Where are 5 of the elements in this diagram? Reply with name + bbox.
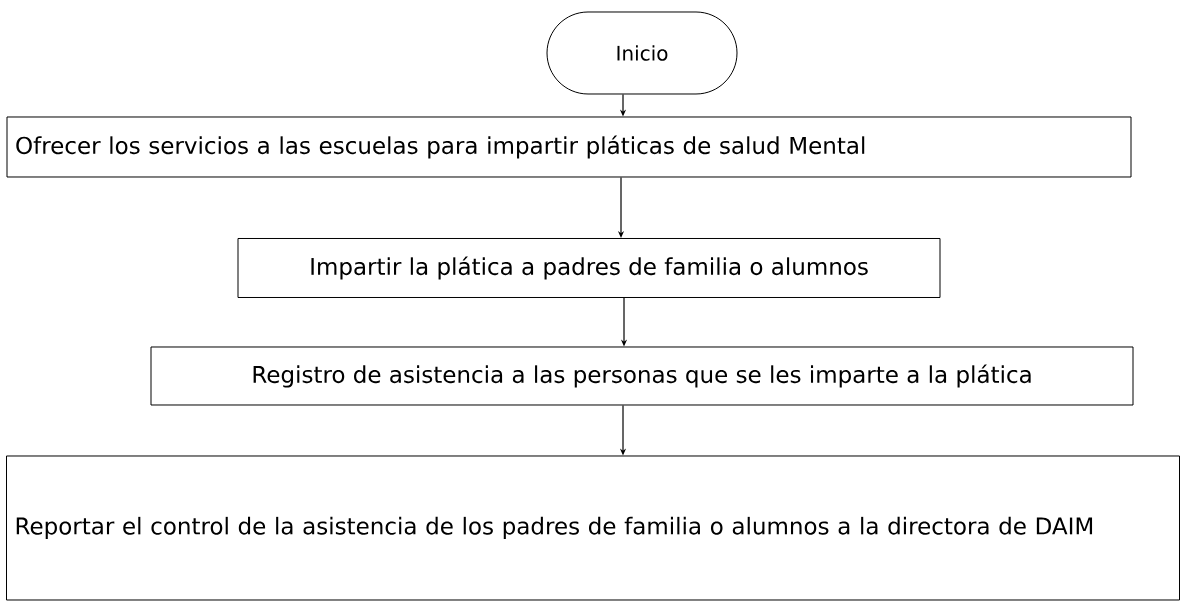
process-box: Ofrecer los servicios a las escuelas para impartir pláticas de salud Mental [6, 116, 1132, 178]
process-box: Reportar el control de la asistencia de los padres de familia o alumnos a la directora de DAIM [6, 455, 1180, 601]
start-terminal: Inicio [546, 11, 738, 95]
process-box: Registro de asistencia a las personas que se les imparte a la plática [150, 346, 1134, 406]
process-box: Impartir la plática a padres de familia o alumnos [237, 238, 941, 298]
